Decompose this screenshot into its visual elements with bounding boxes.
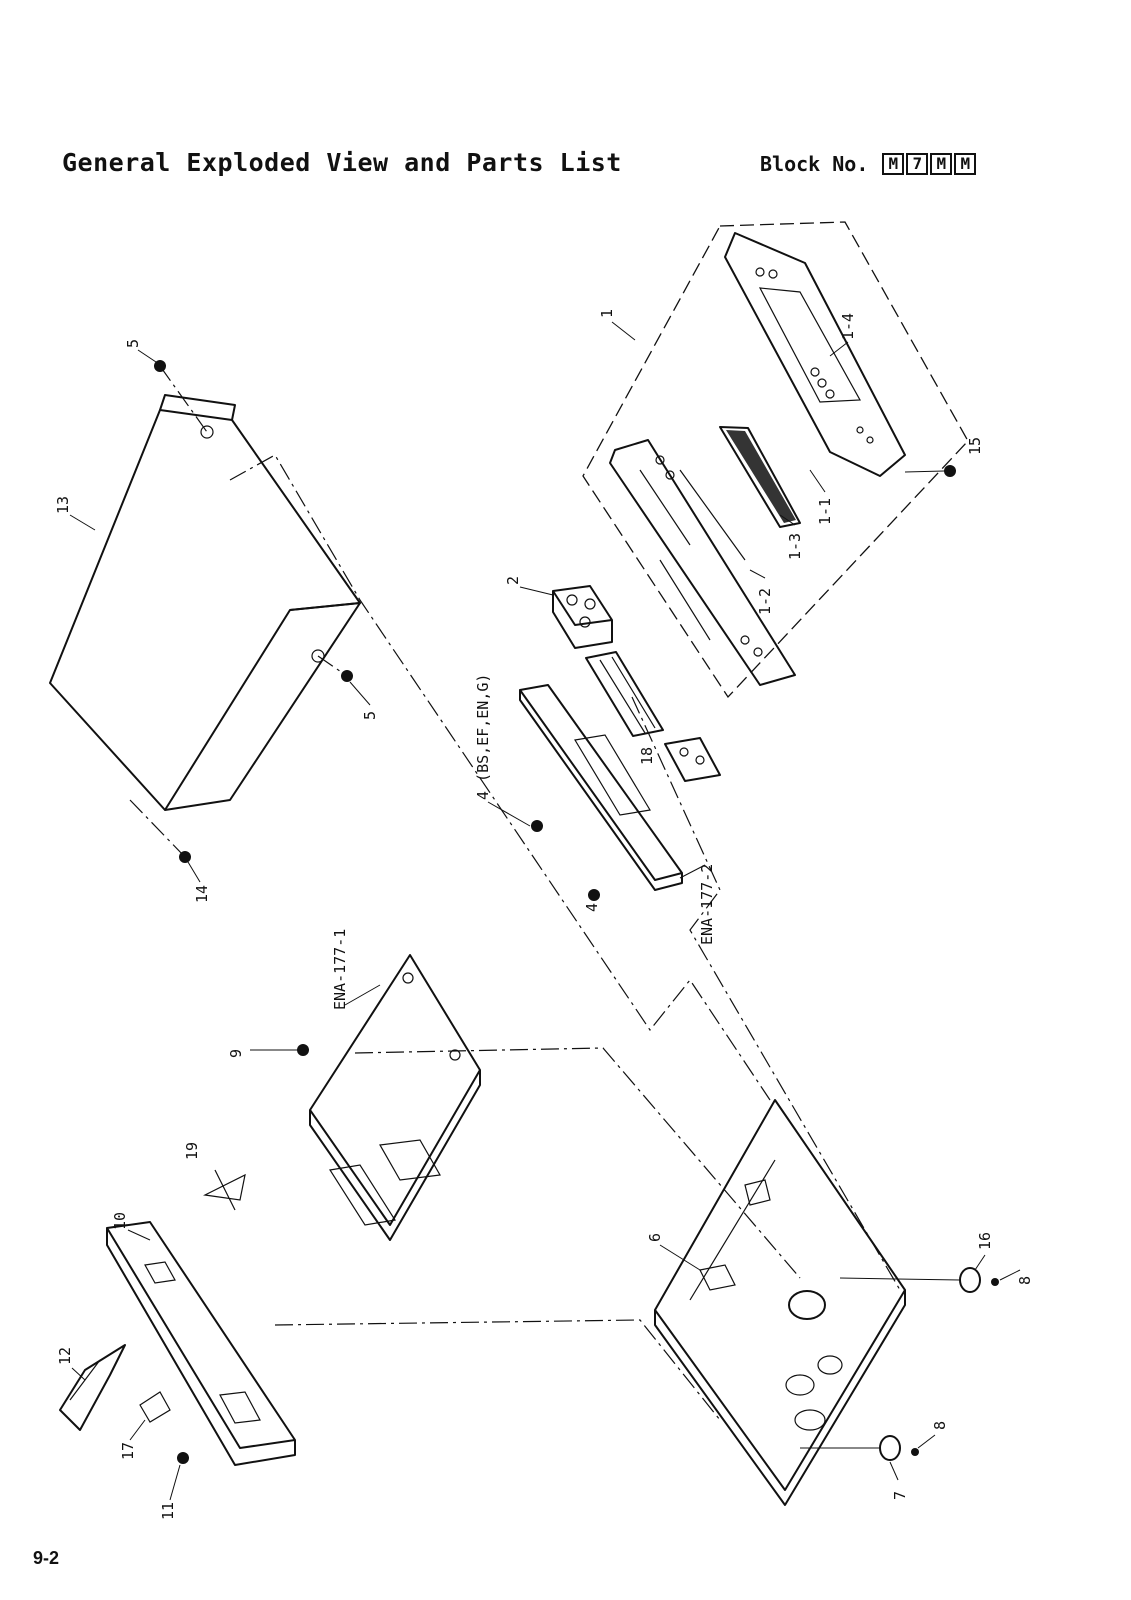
part-18-connector	[585, 651, 664, 737]
page-number: 9-2	[33, 1548, 60, 1568]
callout-11: 11	[159, 1502, 177, 1520]
callout-16: 16	[976, 1232, 994, 1250]
callout-12: 12	[56, 1347, 74, 1365]
callout-19: 19	[183, 1142, 201, 1160]
page-title: General Exploded View and Parts List	[62, 148, 622, 177]
callout-8-bottom: 8	[931, 1421, 949, 1430]
block-code: M 7 M M	[882, 153, 977, 175]
board-ena-177-2	[519, 684, 683, 901]
callout-14: 14	[193, 885, 211, 903]
callout-13: 13	[54, 496, 72, 514]
part-17-spacer	[139, 1391, 171, 1423]
part-6-chassis	[654, 1099, 906, 1506]
callout-7: 7	[891, 1491, 909, 1500]
alignment-lines	[229, 454, 901, 1421]
part-13-top-case	[49, 360, 361, 863]
callout-ena-177-1: ENA-177-1	[331, 929, 349, 1010]
callout-1: 1	[598, 309, 616, 318]
block-code-char: M	[930, 153, 953, 175]
block-code-char: 7	[906, 153, 929, 175]
part-19-clip	[203, 1169, 246, 1211]
part-10-rear-bracket	[106, 1221, 296, 1466]
front-panel-assembly	[582, 221, 969, 699]
board-ena-177-1	[250, 954, 481, 1241]
callout-18: 18	[638, 747, 656, 765]
callout-5-top: 5	[124, 339, 142, 348]
callout-1-3: 1-3	[786, 533, 804, 560]
callout-1-2: 1-2	[756, 588, 774, 615]
callout-9: 9	[227, 1049, 245, 1058]
block-code-char: M	[954, 153, 977, 175]
block-number-label: Block No.	[760, 152, 869, 176]
callout-1-1: 1-1	[816, 498, 834, 525]
callout-15: 15	[966, 437, 984, 455]
part-2-switch-block	[552, 585, 613, 649]
callout-10: 10	[111, 1212, 129, 1230]
callout-4: 4	[583, 903, 601, 912]
callout-2: 2	[504, 576, 522, 585]
callout-17: 17	[119, 1442, 137, 1460]
callout-8-top: 8	[1016, 1276, 1034, 1285]
block-code-char: M	[882, 153, 905, 175]
callout-ena-177-2: ENA-177-2	[698, 864, 716, 945]
callouts: 1 1-4 15 1-1 1-3 1-2 2 4 (BS,EF,EN,G) 18…	[54, 309, 1034, 1520]
callout-1-4: 1-4	[839, 313, 857, 340]
part-knob-block	[664, 737, 721, 782]
callout-5-bottom: 5	[361, 711, 379, 720]
callout-4-variant: 4 (BS,EF,EN,G)	[474, 674, 492, 800]
block-number: Block No. M 7 M M	[760, 152, 977, 176]
feet-and-screws	[800, 1267, 999, 1461]
callout-6: 6	[646, 1233, 664, 1242]
